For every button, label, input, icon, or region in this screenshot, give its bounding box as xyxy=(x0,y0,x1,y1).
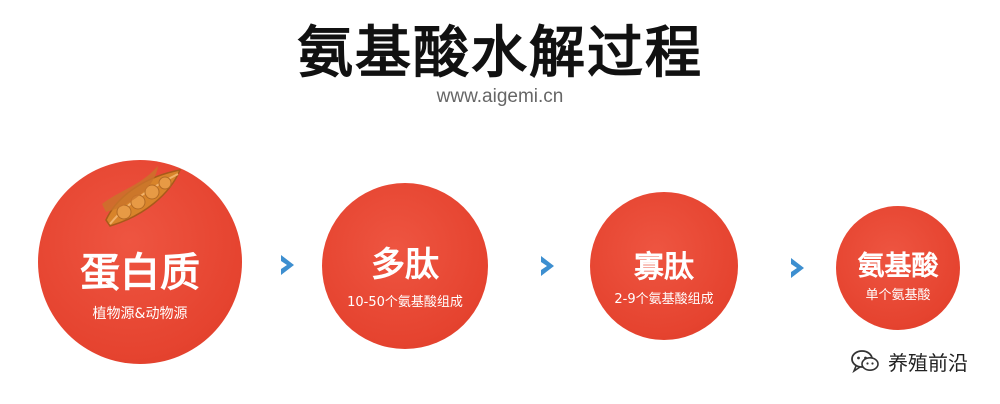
bean-pod-icon xyxy=(102,166,182,227)
chevron-right-icon xyxy=(281,255,294,275)
website-url: www.aigemi.cn xyxy=(436,86,564,107)
stage-name: 蛋白质 xyxy=(80,250,200,296)
page-title: 氨基酸水解过程 xyxy=(297,21,703,86)
stage-polypeptide-circle: 多肽 10-50个氨基酸组成 xyxy=(322,183,488,349)
stage-protein-circle: 蛋白质 植物源&动物源 xyxy=(38,160,242,364)
stage-description: 2-9个氨基酸组成 xyxy=(614,292,714,307)
stage-name: 多肽 xyxy=(371,245,439,285)
stage-name: 氨基酸 xyxy=(857,251,939,282)
watermark: 养殖前沿 xyxy=(850,344,968,378)
watermark-text: 养殖前沿 xyxy=(888,350,968,375)
stage-description: 10-50个氨基酸组成 xyxy=(347,295,463,310)
chevron-right-icon xyxy=(791,258,804,278)
stage-name: 寡肽 xyxy=(634,250,694,285)
stage-amino-acid-circle: 氨基酸 单个氨基酸 xyxy=(836,206,960,330)
wechat-icon xyxy=(851,350,879,374)
stage-description: 单个氨基酸 xyxy=(865,288,931,303)
chevron-right-icon xyxy=(541,256,554,276)
stage-description: 植物源&动物源 xyxy=(92,306,188,322)
stage-oligopeptide-circle: 寡肽 2-9个氨基酸组成 xyxy=(590,192,738,340)
